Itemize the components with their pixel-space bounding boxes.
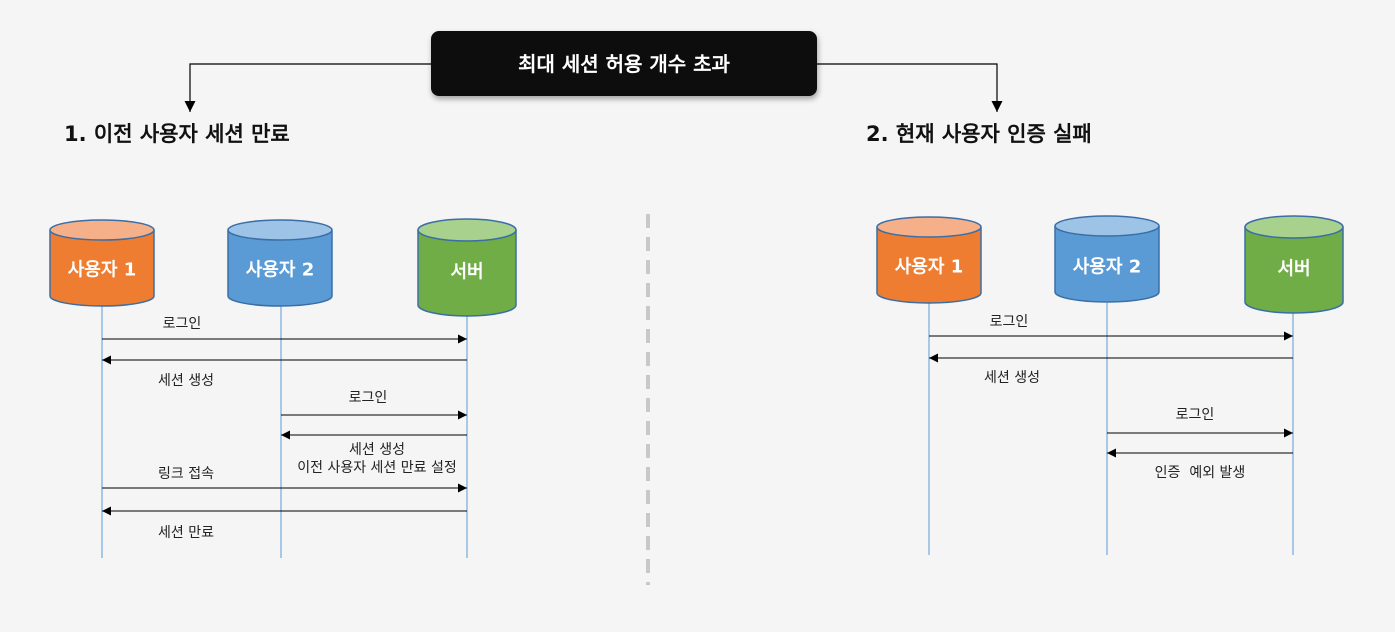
actor-label: 사용자 1 <box>895 257 963 278</box>
section-title-left: 1. 이전 사용자 세션 만료 <box>64 122 290 146</box>
message-label: 세션 생성 <box>158 373 214 389</box>
actor-server-cylinder: 서버 <box>417 218 517 317</box>
message-label: 인증 예외 발생 <box>1155 465 1246 481</box>
message-label: 링크 접속 <box>158 466 214 482</box>
right-sequence: 사용자 1 사용자 2 서버 로그인 세션 생성 로그인 인증 예외 발생 <box>876 215 1344 555</box>
actor-server-cylinder: 서버 <box>1244 215 1344 314</box>
actor-user2-cylinder: 사용자 2 <box>227 219 333 307</box>
page-title: 최대 세션 허용 개수 초과 <box>518 52 730 76</box>
actor-label: 서버 <box>450 262 483 283</box>
message-label: 로그인 <box>349 390 388 406</box>
section-title-right: 2. 현재 사용자 인증 실패 <box>866 122 1092 146</box>
actor-label: 사용자 2 <box>246 260 314 281</box>
actor-user1-cylinder: 사용자 1 <box>876 216 982 304</box>
actor-user1-cylinder: 사용자 1 <box>49 219 155 307</box>
message-label: 이전 사용자 세션 만료 설정 <box>297 460 456 476</box>
actor-label: 서버 <box>1277 259 1310 280</box>
message-label: 세션 만료 <box>158 525 214 541</box>
message-label: 로그인 <box>1176 407 1215 423</box>
left-sequence: 사용자 1 사용자 2 서버 로그인 세션 생성 로그인 세션 생성 이전 사용… <box>49 218 517 558</box>
title-box: 최대 세션 허용 개수 초과 <box>431 31 817 96</box>
message-label: 로그인 <box>163 316 202 332</box>
message-label: 로그인 <box>990 314 1029 330</box>
actor-user2-cylinder: 사용자 2 <box>1054 215 1160 303</box>
message-label: 세션 생성 <box>984 370 1040 386</box>
connector-left <box>184 63 431 112</box>
connector-right <box>817 63 1003 112</box>
actor-label: 사용자 2 <box>1073 257 1141 278</box>
actor-label: 사용자 1 <box>68 260 136 281</box>
message-label: 세션 생성 <box>349 442 405 458</box>
